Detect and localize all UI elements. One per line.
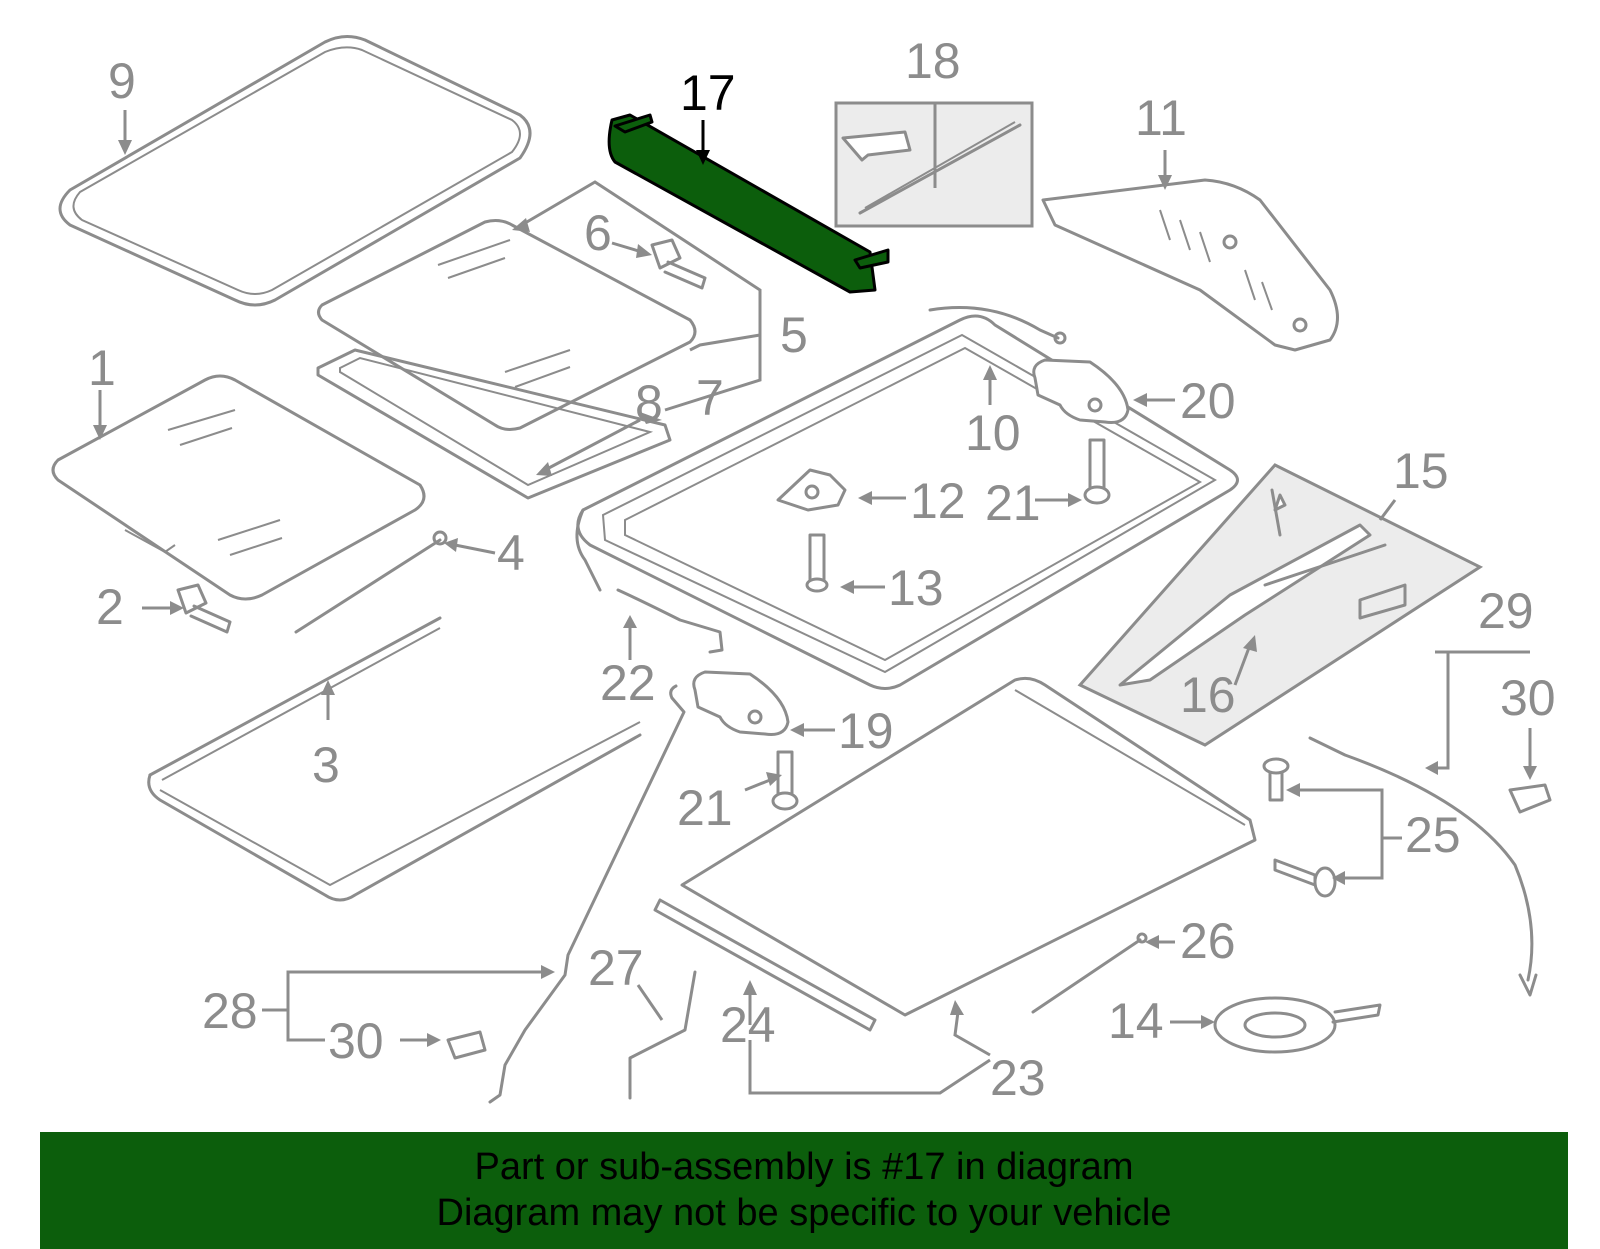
part-19-motor[interactable] xyxy=(692,670,790,736)
callout-30-right: 30 xyxy=(1500,670,1556,726)
callout-3: 3 xyxy=(312,737,340,793)
part-13-bolt[interactable] xyxy=(805,533,829,593)
callout-leaders xyxy=(93,103,1537,1095)
callout-28: 28 xyxy=(202,983,258,1039)
part-20-motor[interactable] xyxy=(1032,358,1130,424)
callout-2: 2 xyxy=(96,579,124,635)
part-6-bolt[interactable] xyxy=(650,238,707,290)
part-21-bolt-upper[interactable] xyxy=(1083,438,1111,505)
callout-16: 16 xyxy=(1180,667,1236,723)
part-25-bolts[interactable] xyxy=(1262,757,1337,898)
callout-15: 15 xyxy=(1393,443,1449,499)
callout-26: 26 xyxy=(1180,913,1236,969)
callout-13: 13 xyxy=(888,560,944,616)
callout-27: 27 xyxy=(588,940,644,996)
callout-11: 11 xyxy=(1135,90,1187,146)
part-4-rod[interactable] xyxy=(294,530,448,634)
part-29-cable[interactable] xyxy=(1308,736,1538,997)
callout-12: 12 xyxy=(910,473,966,529)
part-12-bracket[interactable] xyxy=(776,468,847,512)
callout-6: 6 xyxy=(584,205,612,261)
part-22-drain-clip[interactable] xyxy=(616,306,1067,654)
callout-14: 14 xyxy=(1108,993,1164,1049)
part-3-seal[interactable] xyxy=(147,616,642,902)
part-9-frame[interactable] xyxy=(58,35,532,307)
callout-9: 9 xyxy=(108,53,136,109)
part-2-bolt[interactable] xyxy=(176,583,232,634)
part-27-tube[interactable] xyxy=(628,970,697,1100)
callout-10: 10 xyxy=(965,405,1021,461)
info-banner: Part or sub-assembly is #17 in diagram D… xyxy=(40,1132,1568,1249)
part-14-gasket[interactable] xyxy=(1213,996,1382,1054)
callout-23: 23 xyxy=(990,1050,1046,1106)
callout-21-upper: 21 xyxy=(985,475,1041,531)
part-28-drain-tube[interactable] xyxy=(488,684,686,1104)
callout-1: 1 xyxy=(88,340,116,396)
callout-8: 8 xyxy=(635,375,663,431)
part-11-rear-bracket[interactable] xyxy=(1041,178,1339,352)
part-17-wind-deflector[interactable] xyxy=(607,113,890,294)
callout-29: 29 xyxy=(1478,583,1534,639)
part-24-seal-strip[interactable] xyxy=(653,898,877,1032)
callout-30-left: 30 xyxy=(328,1013,384,1069)
callout-22: 22 xyxy=(600,655,656,711)
part-23-cover[interactable] xyxy=(680,676,1257,1017)
part-5-glass-panel[interactable] xyxy=(317,219,697,431)
callout-24: 24 xyxy=(720,997,776,1053)
banner-line-1: Part or sub-assembly is #17 in diagram xyxy=(474,1146,1134,1188)
callout-21-lower: 21 xyxy=(677,780,733,836)
callout-25: 25 xyxy=(1405,807,1461,863)
part-26-rod[interactable] xyxy=(1031,932,1148,1014)
callout-19: 19 xyxy=(838,703,894,759)
callout-4: 4 xyxy=(497,525,525,581)
banner-line-2: Diagram may not be specific to your vehi… xyxy=(436,1192,1172,1234)
part-21-bolt-lower[interactable] xyxy=(771,750,799,811)
part-30-clip-left[interactable] xyxy=(446,1030,487,1060)
callout-labels: 9 1 2 3 4 6 5 8 7 10 11 18 17 20 12 21 1… xyxy=(88,33,1556,1106)
part-7-panel-frame[interactable] xyxy=(316,348,672,500)
group-15-box[interactable] xyxy=(1077,463,1484,747)
callout-5: 5 xyxy=(780,307,808,363)
part-10-main-frame[interactable] xyxy=(575,314,1239,690)
part-30-clip-right[interactable] xyxy=(1508,783,1552,814)
part-1-glass-panel[interactable] xyxy=(51,374,426,601)
callout-18: 18 xyxy=(905,33,961,89)
callout-20: 20 xyxy=(1180,373,1236,429)
callout-7: 7 xyxy=(696,370,724,426)
callout-17: 17 xyxy=(680,65,736,121)
